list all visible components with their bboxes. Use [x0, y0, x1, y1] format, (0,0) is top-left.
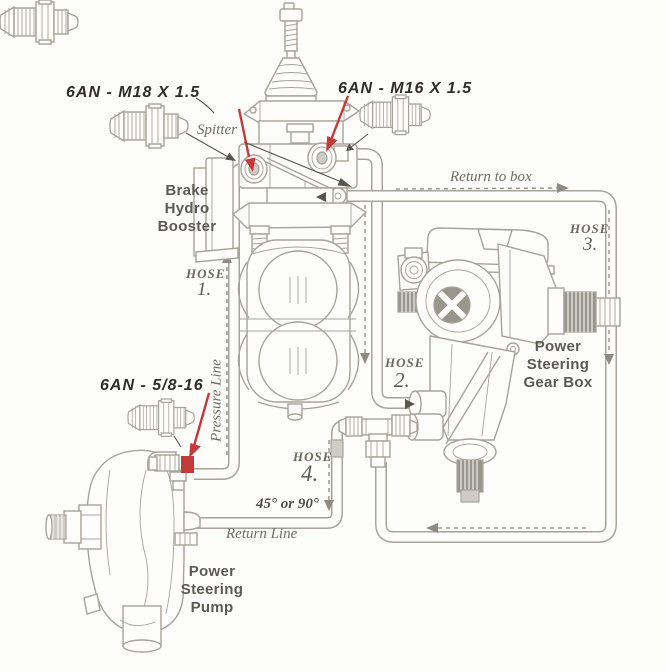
- label-hose1-num: 1.: [197, 279, 212, 300]
- label-hose2-word: HOSE: [385, 355, 425, 370]
- power-steering-gear-box-drawing: [397, 227, 621, 503]
- hose-2-booster-to-box: [346, 148, 412, 409]
- brake-hydro-booster-drawing: [193, 2, 368, 421]
- pointer-arrows-gray: [173, 97, 415, 448]
- fitting-5816-drawing: [127, 398, 195, 437]
- label-hose1-word: HOSE: [186, 266, 226, 281]
- label-fitting-m18: 6AN - M18 X 1.5: [66, 84, 201, 101]
- label-fitting-m16: 6AN - M16 X 1.5: [338, 80, 473, 97]
- label-hose2-num: 2.: [394, 368, 410, 392]
- fitting-m18-drawing: [109, 103, 189, 149]
- label-return-to-box: Return to box: [450, 169, 532, 185]
- label-power-steering-gear-box: Power Steering Gear Box: [523, 338, 593, 391]
- flow-arrow-hose4-down: [324, 440, 334, 511]
- hose-ferrule: [330, 439, 344, 458]
- power-steering-pump-drawing: [45, 449, 201, 653]
- tee-fitting-drawing: [338, 414, 418, 468]
- label-hose3-word: HOSE: [570, 221, 610, 236]
- pump-pressure-fitting-red-mark: [181, 456, 194, 473]
- flow-arrow-hose3-down: [604, 210, 614, 365]
- label-angle-note: 45° or 90°: [256, 496, 319, 512]
- fitting-m16-drawing: [359, 94, 431, 136]
- booster-right-port: [307, 142, 337, 174]
- label-pressure-line: Pressure Line: [208, 359, 225, 442]
- label-spitter: Spitter: [197, 122, 237, 138]
- pointer-arrows-red: [181, 95, 350, 473]
- flow-arrow-hose2-down: [360, 205, 370, 364]
- label-brake-hydro-booster: Brake Hydro Booster: [157, 182, 217, 235]
- label-return-line: Return Line: [226, 526, 298, 542]
- flow-arrow-return-to-box: [395, 183, 569, 193]
- label-fitting-5816: 6AN - 5/8-16: [100, 377, 204, 394]
- spitter-pointer-line: [243, 141, 345, 184]
- label-hose3-num: 3.: [583, 234, 598, 255]
- hose-3-return-to-box: [344, 190, 617, 543]
- label-hose4-num: 4.: [301, 461, 319, 486]
- flow-arrow-hose3-left: [426, 523, 586, 533]
- label-power-steering-pump: Power Steering Pump: [180, 563, 244, 616]
- label-hose4-word: HOSE: [293, 449, 333, 464]
